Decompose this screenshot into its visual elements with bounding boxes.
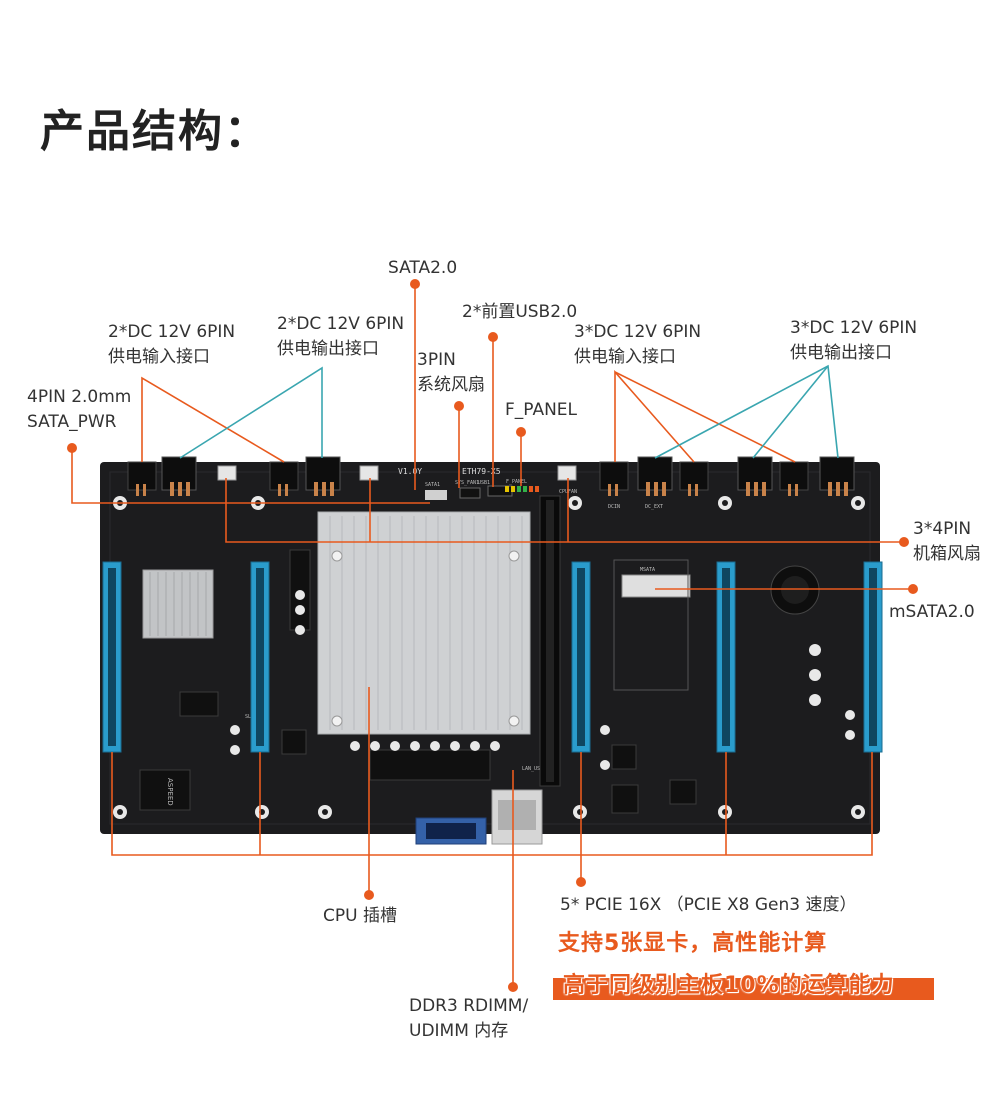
label-line: 3*DC 12V 6PIN xyxy=(790,318,918,338)
chip xyxy=(611,784,639,814)
chip xyxy=(669,779,697,805)
label-pcie: 5* PCIE 16X （PCIE X8 Gen3 速度） xyxy=(560,895,857,915)
highlight-line-1: 支持5张显卡，高性能计算 xyxy=(558,931,828,956)
fan-header xyxy=(557,465,577,481)
label-line: SATA_PWR xyxy=(27,412,117,432)
silk-aspeed: ASPEED xyxy=(166,778,174,806)
chip xyxy=(281,729,307,755)
dc-connector xyxy=(127,461,157,491)
label-f-panel: F_PANEL xyxy=(505,400,578,420)
callout-dc-out-right-a xyxy=(654,364,839,459)
silk-model: ETH79-X5 xyxy=(462,467,501,476)
silk-f-panel: F_PANEL xyxy=(506,479,527,485)
fan-header xyxy=(217,465,237,481)
label-ddr3: DDR3 RDIMM/ UDIMM 内存 xyxy=(409,994,528,1044)
f-panel-header xyxy=(505,486,539,492)
label-dc-in-left: 2*DC 12V 6PIN 供电输入接口 xyxy=(108,320,235,370)
chip xyxy=(139,769,191,811)
label-line: 3PIN xyxy=(417,350,456,370)
label-dc-out-right: 3*DC 12V 6PIN 供电输出接口 xyxy=(790,316,917,366)
label-line: UDIMM 内存 xyxy=(409,1021,509,1041)
sys-fan-header xyxy=(459,487,481,499)
highlight-bar xyxy=(553,978,934,1000)
silk-msata: MSATA xyxy=(640,567,655,573)
highlight-line-2: 高于同级别主板10%的运算能力 xyxy=(563,973,895,998)
fan-headers xyxy=(217,465,577,481)
callout-pcie-bracket xyxy=(111,752,873,856)
msata-slot xyxy=(621,574,691,598)
chip xyxy=(611,744,637,770)
label-line: 供电输出接口 xyxy=(277,339,379,359)
callout-chassis-fan xyxy=(225,478,904,543)
onboard-chips xyxy=(139,549,697,814)
label-chassis-fan: 3*4PIN 机箱风扇 xyxy=(913,517,981,567)
dc-connector xyxy=(269,461,299,491)
callout-dc-in-right-a xyxy=(614,369,695,463)
silk-sys-fan: SYS_FAN1 xyxy=(455,480,479,486)
label-sata-pwr: 4PIN 2.0mm SATA_PWR xyxy=(27,385,131,435)
vrm-block xyxy=(369,749,491,781)
cpu-heatsink xyxy=(317,511,531,735)
callout-dc-out-left xyxy=(179,366,323,459)
label-line: 供电输出接口 xyxy=(790,343,892,363)
dc-connector xyxy=(779,461,809,491)
mounting-holes xyxy=(113,496,865,819)
label-line: DDR3 RDIMM/ xyxy=(409,996,529,1016)
page-title: 产品结构： xyxy=(40,106,270,157)
fan-header xyxy=(359,465,379,481)
label-line: 4PIN 2.0mm xyxy=(27,387,132,407)
silk-sata: SATA1 xyxy=(425,482,440,488)
label-front-usb: 2*前置USB2.0 xyxy=(462,302,578,322)
sata-port xyxy=(425,490,447,500)
silk-usb: USB1 xyxy=(478,480,490,486)
callout-sata-pwr xyxy=(71,448,430,504)
callout-dots xyxy=(67,279,918,992)
label-line: 机箱风扇 xyxy=(913,544,981,564)
label-line: 系统风扇 xyxy=(417,375,485,395)
label-line: 3*DC 12V 6PIN xyxy=(574,322,702,342)
silk-dcin: DCIN xyxy=(608,504,620,510)
callout-lines xyxy=(71,284,913,985)
silk-dc-ext: DC_EXT xyxy=(645,504,663,510)
pcie-slots xyxy=(102,561,883,753)
label-sys-fan: 3PIN 系统风扇 xyxy=(417,348,485,398)
label-line: 2*DC 12V 6PIN xyxy=(277,314,405,334)
label-cpu: CPU 插槽 xyxy=(323,906,397,926)
label-line: 供电输入接口 xyxy=(574,347,676,367)
label-line: 2*DC 12V 6PIN xyxy=(108,322,236,342)
callout-dc-in-right-b xyxy=(614,371,796,463)
label-dc-in-right: 3*DC 12V 6PIN 供电输入接口 xyxy=(574,320,701,370)
msata-card-outline xyxy=(613,559,689,691)
dc-connector xyxy=(599,461,629,491)
capacitors xyxy=(230,590,855,770)
label-line: 3*4PIN xyxy=(913,519,972,539)
dc-connector xyxy=(679,461,709,491)
dc-pins xyxy=(136,482,848,496)
label-dc-out-left: 2*DC 12V 6PIN 供电输出接口 xyxy=(277,312,404,362)
label-line: 供电输入接口 xyxy=(108,347,210,367)
chipset-heatsink xyxy=(142,569,214,639)
callout-dc-in-left xyxy=(141,376,285,463)
silk-lan-usb: LAN_USB xyxy=(522,766,543,772)
dc-connector xyxy=(161,456,197,491)
callout-dc-out-right-b xyxy=(752,365,829,459)
chip xyxy=(179,691,219,717)
silk-version: V1.0Y xyxy=(398,467,422,476)
label-msata: mSATA2.0 xyxy=(889,602,975,622)
label-sata2: SATA2.0 xyxy=(388,258,458,278)
